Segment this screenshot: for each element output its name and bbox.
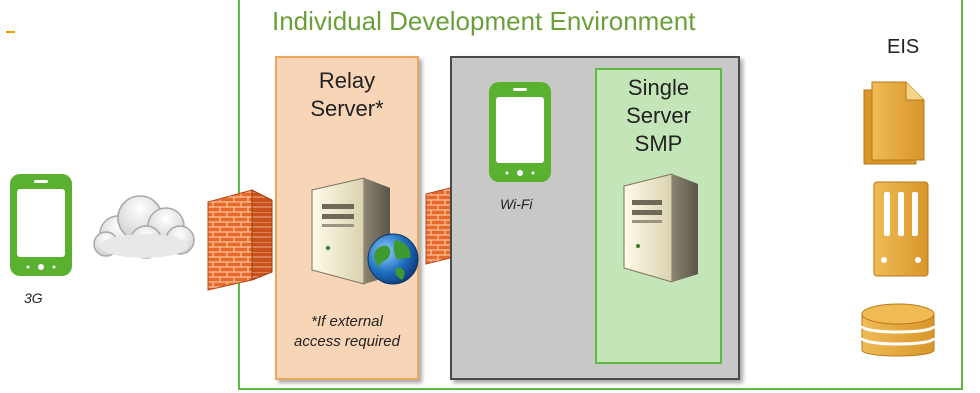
orange-marker <box>6 31 15 33</box>
relay-title-line-1: Relay <box>318 68 376 93</box>
phone-icon <box>489 82 551 182</box>
relay-note-line-2: access required <box>294 333 400 350</box>
relay-note-line-1: *If external <box>311 313 383 330</box>
smp-title-line-2: Server <box>626 103 691 128</box>
documents-icon <box>863 81 925 165</box>
relay-server-note: *If external access required <box>275 312 419 352</box>
wifi-label: Wi-Fi <box>500 196 533 212</box>
smp-title-line-1: Single <box>627 75 690 100</box>
environment-title: Individual Development Environment <box>272 6 696 36</box>
globe-icon <box>367 233 419 285</box>
network-3g-label: 3G <box>24 290 43 306</box>
server-icon <box>623 173 698 283</box>
cloud-icon <box>93 195 195 259</box>
server-rack-icon <box>873 181 929 277</box>
smp-title-line-3: SMP <box>634 131 683 156</box>
database-icon <box>860 303 936 357</box>
firewall-icon <box>207 189 273 291</box>
relay-title-line-2: Server* <box>310 96 384 121</box>
phone-icon <box>10 174 72 276</box>
relay-server-panel <box>275 56 419 380</box>
smp-title: Single Server SMP <box>595 74 722 158</box>
eis-label: EIS <box>887 36 920 58</box>
relay-server-title: Relay Server* <box>275 67 419 123</box>
